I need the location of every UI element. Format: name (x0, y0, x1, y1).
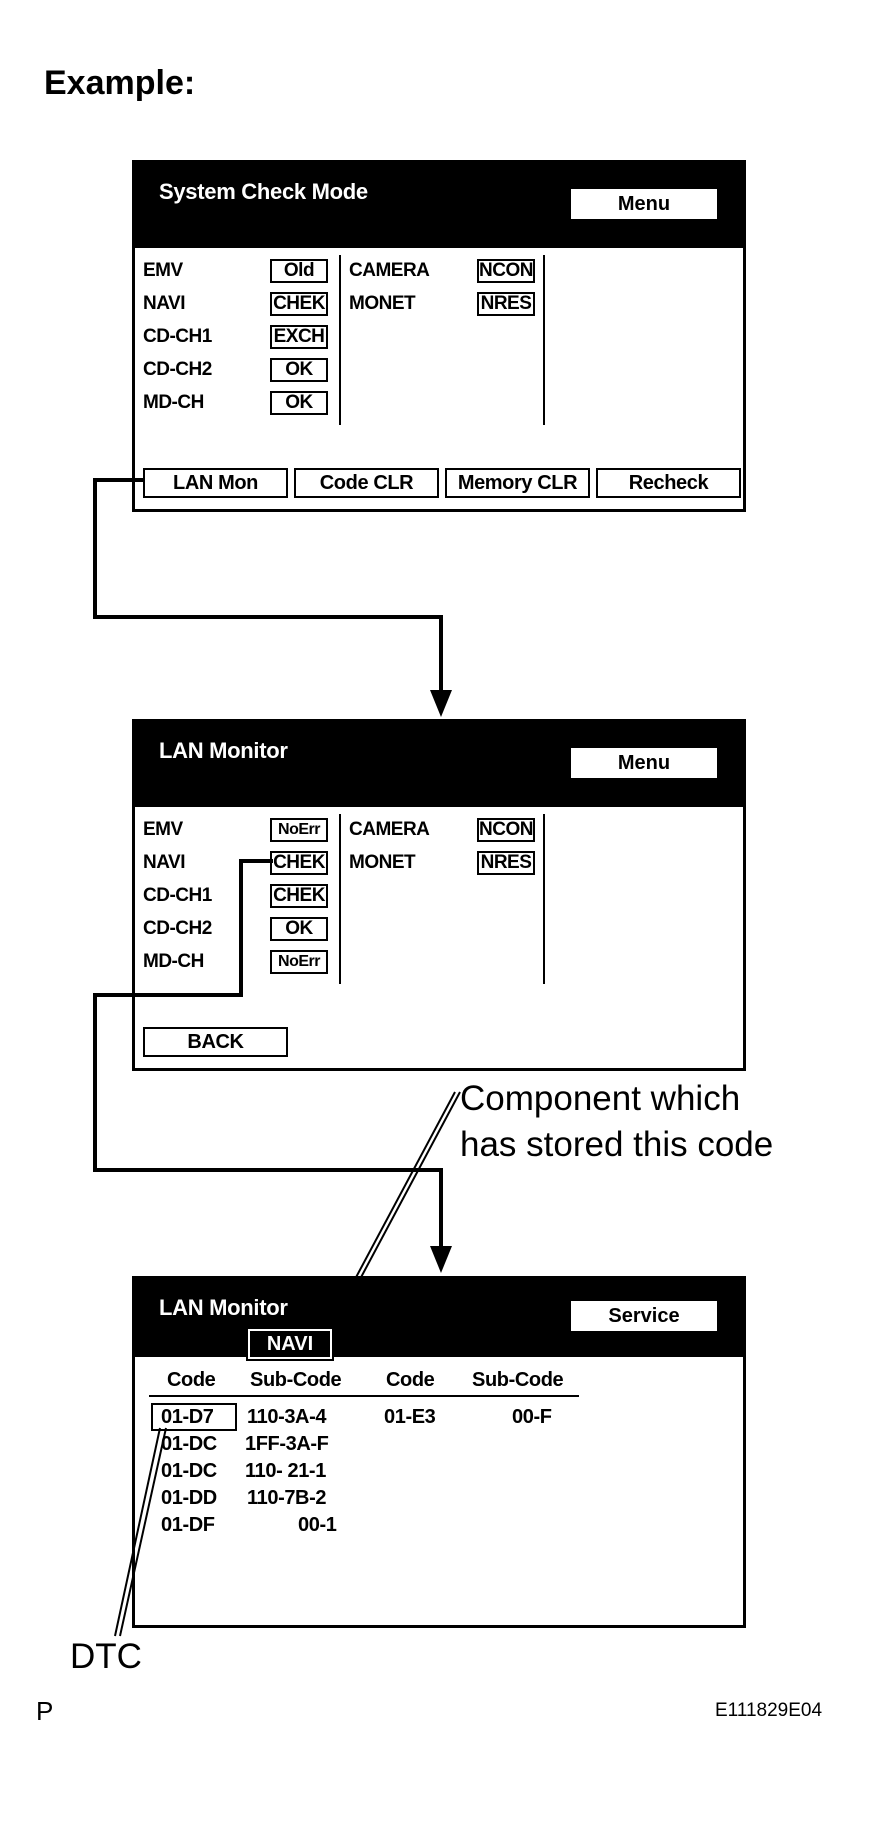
title-bar: System Check Mode Menu (135, 163, 743, 248)
column-divider (543, 255, 545, 425)
service-button[interactable]: Service (571, 1301, 717, 1331)
status-badge: CHEK (270, 851, 328, 875)
status-badge: NRES (477, 851, 535, 875)
column-divider (339, 814, 341, 984)
sub-code: 1FF-3A-F (245, 1433, 329, 1455)
column-divider (339, 255, 341, 425)
item-label: CD-CH2 (143, 918, 212, 939)
memory-clr-button[interactable]: Memory CLR (445, 468, 590, 498)
column-divider (543, 814, 545, 984)
dtc-code: 01-DD (161, 1487, 217, 1509)
col-header-code: Code (167, 1369, 216, 1391)
dtc-code: 01-DF (161, 1514, 215, 1536)
item-label: NAVI (143, 852, 185, 873)
status-badge: NRES (477, 292, 535, 316)
item-label: MONET (349, 293, 416, 314)
lan-mon-button[interactable]: LAN Mon (143, 468, 288, 498)
status-badge: NoErr (270, 950, 328, 974)
screen-title: LAN Monitor (159, 1295, 288, 1320)
status-badge: OK (270, 917, 328, 941)
example-heading: Example: (44, 64, 196, 102)
status-badge: OK (270, 358, 328, 382)
component-callout-line1: Component which (460, 1079, 741, 1118)
footer-code: E111829E04 (715, 1700, 823, 1721)
status-badge: NCON (477, 259, 535, 283)
system-check-screen: System Check Mode Menu EMV Old NAVI CHEK… (132, 160, 746, 512)
dtc-code: 01-E3 (384, 1406, 436, 1428)
status-badge: CHEK (270, 292, 328, 316)
item-label: CD-CH2 (143, 359, 212, 380)
dtc-code: 01-D7 (161, 1406, 214, 1428)
title-bar: LAN Monitor Menu (135, 722, 743, 807)
menu-button[interactable]: Menu (571, 748, 717, 778)
recheck-button[interactable]: Recheck (596, 468, 741, 498)
status-badge: EXCH (270, 325, 328, 349)
status-badge: NCON (477, 818, 535, 842)
col-header-subcode: Sub-Code (250, 1369, 342, 1391)
item-label: CD-CH1 (143, 885, 212, 906)
menu-button[interactable]: Menu (571, 189, 717, 219)
status-badge: OK (270, 391, 328, 415)
status-badge: CHEK (270, 884, 328, 908)
item-label: CD-CH1 (143, 326, 212, 347)
arrowhead-1 (430, 690, 452, 717)
sub-code: 00-1 (298, 1514, 337, 1536)
item-label: MD-CH (143, 392, 204, 413)
sub-code: 110-7B-2 (247, 1487, 327, 1509)
footer-left: P (36, 1696, 54, 1726)
dtc-code: 01-DC (161, 1460, 217, 1482)
code-clr-button[interactable]: Code CLR (294, 468, 439, 498)
dtc-highlight-box (151, 1403, 237, 1431)
item-label: MD-CH (143, 951, 204, 972)
sub-code: 110- 21-1 (245, 1460, 326, 1482)
item-label: CAMERA (349, 819, 430, 840)
title-bar: LAN Monitor Service (135, 1279, 743, 1357)
col-header-code: Code (386, 1369, 435, 1391)
screen-title: LAN Monitor (159, 738, 288, 763)
item-label: MONET (349, 852, 416, 873)
component-name: NAVI (266, 1333, 314, 1355)
lan-monitor-screen: LAN Monitor Menu EMV NoErr NAVI CHEK CD-… (132, 719, 746, 1071)
dtc-code: 01-DC (161, 1433, 217, 1455)
arrowhead-2 (430, 1246, 452, 1273)
component-callout-line2: has stored this code (460, 1125, 774, 1164)
sub-code: 110-3A-4 (247, 1406, 327, 1428)
col-header-subcode: Sub-Code (472, 1369, 564, 1391)
sub-code: 00-F (512, 1406, 552, 1428)
dtc-callout: DTC (70, 1637, 142, 1676)
flow-arrow-1 (93, 478, 443, 700)
back-button[interactable]: BACK (143, 1027, 288, 1057)
component-name-label (246, 1327, 334, 1361)
lan-monitor-detail-screen: LAN Monitor Service NAVI Code Sub-Code C… (132, 1276, 746, 1628)
header-underline (149, 1395, 579, 1397)
item-label: EMV (143, 819, 183, 840)
status-badge: Old (270, 259, 328, 283)
screen-title: System Check Mode (159, 179, 368, 204)
item-label: CAMERA (349, 260, 430, 281)
item-label: EMV (143, 260, 183, 281)
item-label: NAVI (143, 293, 185, 314)
status-badge: NoErr (270, 818, 328, 842)
